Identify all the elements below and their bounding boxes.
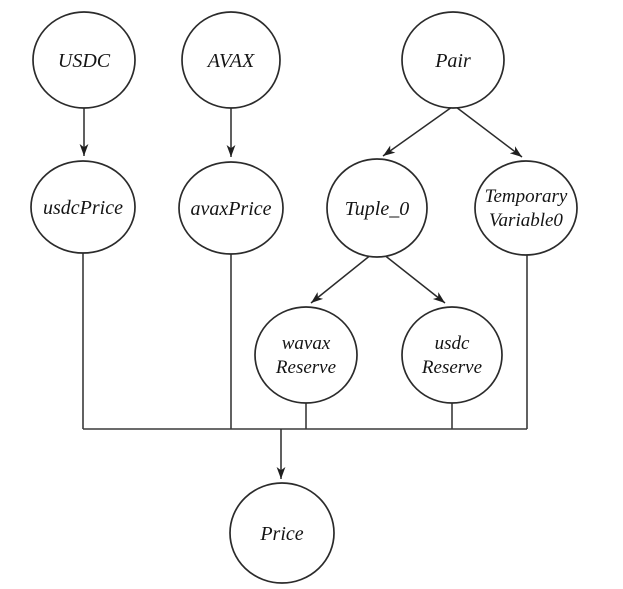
node-price: Price <box>229 482 335 584</box>
node-avax-label: AVAX <box>206 50 255 72</box>
node-avaxprice-ellipse <box>178 161 284 255</box>
edge-tuple0-wavaxreserve <box>310 253 373 304</box>
node-price-ellipse <box>229 482 335 584</box>
node-usdcreserve-ellipse <box>401 306 503 404</box>
edge-tuple0-usdcreserve <box>382 253 446 304</box>
node-pair-label: Pair <box>434 50 471 72</box>
edge-pair-tuple0 <box>382 106 453 157</box>
node-avax-ellipse <box>181 11 281 109</box>
nodes: USDC AVAX Pair usdcPrice avaxPrice Tuple <box>30 11 578 584</box>
node-usdcprice-label: usdcPrice <box>43 197 123 219</box>
node-pair-ellipse <box>401 11 505 109</box>
node-wavaxreserve-label-line2: Reserve <box>275 357 336 378</box>
node-tuple0-ellipse <box>326 158 428 258</box>
edge-pair-temporaryvariable0 <box>455 106 523 158</box>
edges <box>79 106 523 304</box>
node-temporaryvariable0-ellipse <box>474 160 578 256</box>
node-usdcreserve-label-line1: usdc <box>435 333 470 354</box>
node-usdcreserve: usdc Reserve <box>401 306 503 404</box>
node-usdcprice: usdcPrice <box>30 160 136 254</box>
node-price-label: Price <box>259 523 303 545</box>
node-temporaryvariable0-label-line1: Temporary <box>485 186 568 207</box>
node-tuple0: Tuple_0 <box>326 158 428 258</box>
node-usdc: USDC <box>32 11 136 109</box>
node-pair: Pair <box>401 11 505 109</box>
node-wavaxreserve: wavax Reserve <box>254 306 358 404</box>
bus-lines <box>82 253 528 479</box>
node-avax: AVAX <box>181 11 281 109</box>
node-usdcreserve-label-line2: Reserve <box>421 357 482 378</box>
node-tuple0-label: Tuple_0 <box>345 198 409 220</box>
node-temporaryvariable0: Temporary Variable0 <box>474 160 578 256</box>
node-usdc-label: USDC <box>58 50 111 72</box>
node-temporaryvariable0-label-line2: Variable0 <box>489 210 563 231</box>
node-usdc-ellipse <box>32 11 136 109</box>
node-avaxprice-label: avaxPrice <box>190 198 271 220</box>
node-wavaxreserve-label-line1: wavax <box>282 333 331 354</box>
node-usdcprice-ellipse <box>30 160 136 254</box>
node-avaxprice: avaxPrice <box>178 161 284 255</box>
node-wavaxreserve-ellipse <box>254 306 358 404</box>
